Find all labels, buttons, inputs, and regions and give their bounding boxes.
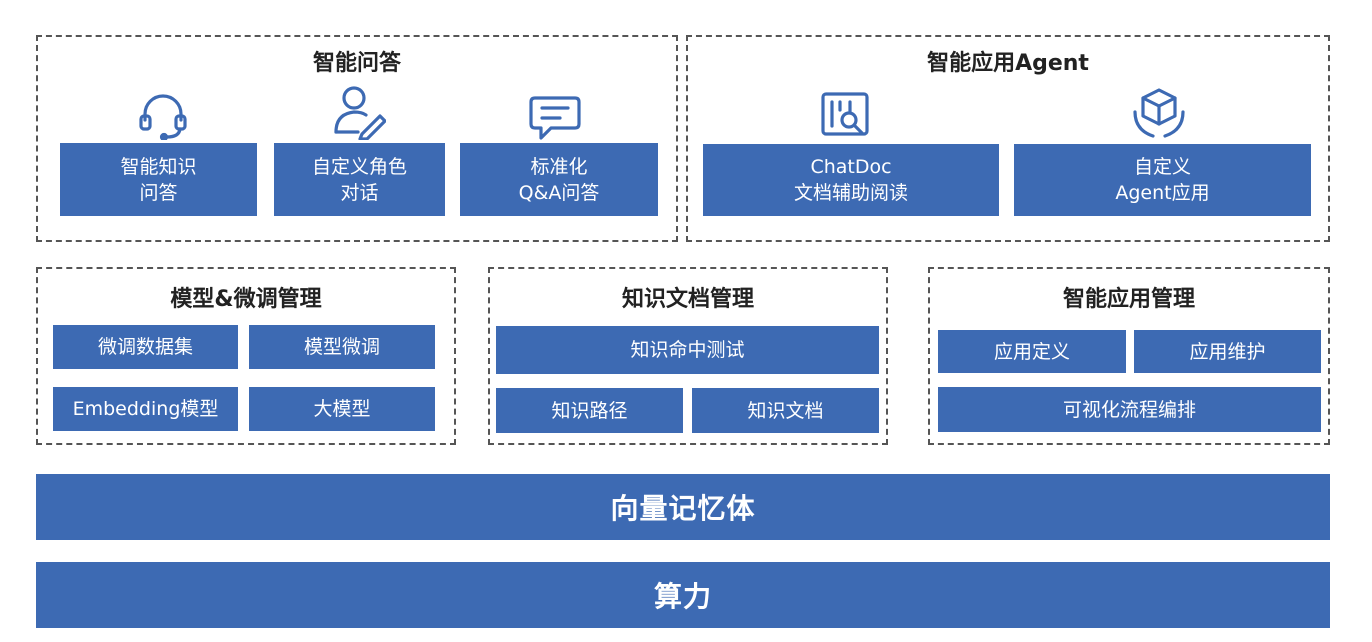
embedding-model-box[interactable]: Embedding模型: [53, 387, 238, 431]
app-panel-title: 智能应用管理: [1062, 287, 1195, 312]
finetune-dataset-box[interactable]: 微调数据集: [53, 325, 238, 369]
cube-hands-icon: [1131, 86, 1187, 140]
knowledge-panel-title: 知识文档管理: [621, 287, 754, 312]
chatdoc-line2: 文档辅助阅读: [793, 182, 908, 204]
custom-agent-box[interactable]: 自定义 Agent应用: [1014, 144, 1311, 216]
qa-panel-title: 智能问答: [312, 51, 401, 76]
headset-icon: [135, 90, 191, 140]
model-panel: 模型&微调管理: [36, 267, 456, 445]
custom-agent-line1: 自定义: [1133, 156, 1191, 178]
model-finetune-box[interactable]: 模型微调: [249, 325, 435, 369]
qa-knowledge-box[interactable]: 智能知识 问答: [60, 143, 257, 216]
knowledge-path-box[interactable]: 知识路径: [496, 388, 683, 433]
custom-agent-line2: Agent应用: [1115, 182, 1210, 204]
qa-standard-line2: Q&A问答: [518, 181, 600, 204]
large-model-box[interactable]: 大模型: [249, 387, 435, 431]
qa-role-dialog-box[interactable]: 自定义角色 对话: [274, 143, 445, 216]
knowledge-panel: 知识文档管理: [488, 267, 888, 445]
agent-panel-title: 智能应用Agent: [927, 51, 1089, 76]
qa-knowledge-line1: 智能知识: [120, 155, 197, 178]
model-panel-title: 模型&微调管理: [170, 287, 322, 312]
qa-standard-line1: 标准化: [530, 155, 588, 178]
vector-memory-layer: 向量记忆体: [36, 474, 1330, 540]
chat-bubble-icon: [527, 92, 583, 142]
chatdoc-line1: ChatDoc: [810, 156, 892, 178]
qa-role-dialog-line2: 对话: [340, 181, 379, 204]
document-search-icon: [818, 90, 874, 140]
qa-role-dialog-line1: 自定义角色: [311, 155, 407, 178]
compute-layer: 算力: [36, 562, 1330, 628]
visual-workflow-box[interactable]: 可视化流程编排: [938, 387, 1321, 432]
knowledge-document-box[interactable]: 知识文档: [692, 388, 879, 433]
knowledge-hit-test-box[interactable]: 知识命中测试: [496, 326, 879, 374]
app-definition-box[interactable]: 应用定义: [938, 330, 1126, 373]
chatdoc-box[interactable]: ChatDoc 文档辅助阅读: [703, 144, 999, 216]
qa-panel: 智能问答: [36, 35, 678, 242]
qa-knowledge-line2: 问答: [139, 181, 178, 204]
app-maintenance-box[interactable]: 应用维护: [1134, 330, 1321, 373]
user-edit-icon: [330, 84, 386, 140]
app-panel: 智能应用管理: [928, 267, 1330, 445]
qa-standard-box[interactable]: 标准化 Q&A问答: [460, 143, 658, 216]
agent-panel: 智能应用Agent: [686, 35, 1330, 242]
